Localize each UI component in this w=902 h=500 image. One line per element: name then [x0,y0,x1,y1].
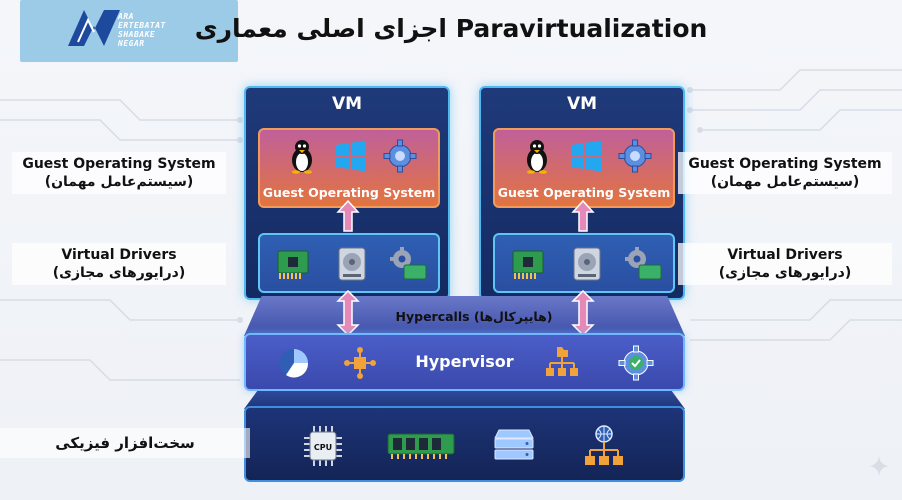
hypercall-arrow-right [571,290,595,336]
linux-tux-icon [527,140,547,174]
guest-os-label: Guest Operating System [262,185,436,200]
logo-icon [68,10,120,46]
folder-hierarchy-icon [546,347,578,376]
guest-os-box: Guest Operating System [493,128,675,208]
network-card-icon [512,250,544,279]
drivers-fa: (درایورهای مجازی) [52,265,186,281]
guest-os-box: Guest Operating System [258,128,440,208]
logo-line: NEGAR [118,39,145,48]
windows-icon [571,140,601,172]
network-card-icon [277,250,309,279]
gear-card-icon [625,247,662,280]
hard-drive-icon [338,247,366,281]
hypervisor-label: Hypervisor [415,352,514,371]
virtual-drivers-box [493,233,675,293]
brand-logo[interactable]: ARA ERTEBATAT SHABAKE NEGAR [20,0,238,62]
guest-os-fa: (سیستم‌عامل مهمان) [710,174,860,190]
vm-panel-left: VM [244,86,450,300]
logo-line: ERTEBATAT [118,21,166,30]
pie-chart-icon [280,349,309,378]
cpu-chip-label: CPU [314,443,332,452]
hypercalls-label: Hypercalls (هایپرکال‌ها) [395,309,553,324]
logo-wordmark: ARA ERTEBATAT SHABAKE NEGAR [118,12,208,48]
hypervisor-layer: Hypervisor [244,333,685,391]
guest-os-side-label-right: Guest Operating System (سیستم‌عامل مهمان… [678,152,892,194]
network-nodes-icon [344,347,376,379]
guest-os-label: Guest Operating System [497,185,671,200]
storage-icon [494,429,534,460]
virtual-drivers-box [258,233,440,293]
guest-os-side-label-left: Guest Operating System (سیستم‌عامل مهمان… [12,152,226,194]
hardware-top-face [244,391,685,409]
page-title: اجزای اصلی معماری Paravirtualization [194,14,708,43]
ram-icon [387,433,455,459]
windows-icon [336,140,366,172]
drivers-side-label-right: Virtual Drivers (درایورهای مجازی) [678,243,892,285]
hypercall-arrow-left [336,290,360,336]
vm-panel-right: VM [479,86,685,300]
drivers-fa: (درایورهای مجازی) [718,265,852,281]
vm-title: VM [331,94,363,114]
gear-check-icon [618,345,654,381]
logo-line: SHABAKE [118,30,156,39]
hardware-side-label: سخت‌افزار فیزیکی [0,428,250,458]
arrow-drivers-to-guest-right [571,200,595,232]
sparkle-icon [869,456,889,476]
gear-icon [618,139,652,173]
guest-os-en: Guest Operating System [22,156,216,172]
gear-icon [383,139,417,173]
physical-hardware-layer: CPU [244,406,685,482]
linux-tux-icon [292,140,312,174]
guest-os-fa: (سیستم‌عامل مهمان) [44,174,194,190]
drivers-side-label-left: Virtual Drivers (درایورهای مجازی) [12,243,226,285]
vm-title: VM [566,94,598,114]
hard-drive-icon [573,247,601,281]
guest-os-en: Guest Operating System [688,156,882,172]
cpu-icon: CPU [304,426,342,466]
network-globe-icon [585,425,623,465]
arrow-drivers-to-guest-left [336,200,360,232]
logo-line: ARA [118,12,134,21]
drivers-en: Virtual Drivers [61,247,177,263]
drivers-en: Virtual Drivers [727,247,843,263]
gear-card-icon [390,247,427,280]
hypervisor-top-face [244,296,685,336]
